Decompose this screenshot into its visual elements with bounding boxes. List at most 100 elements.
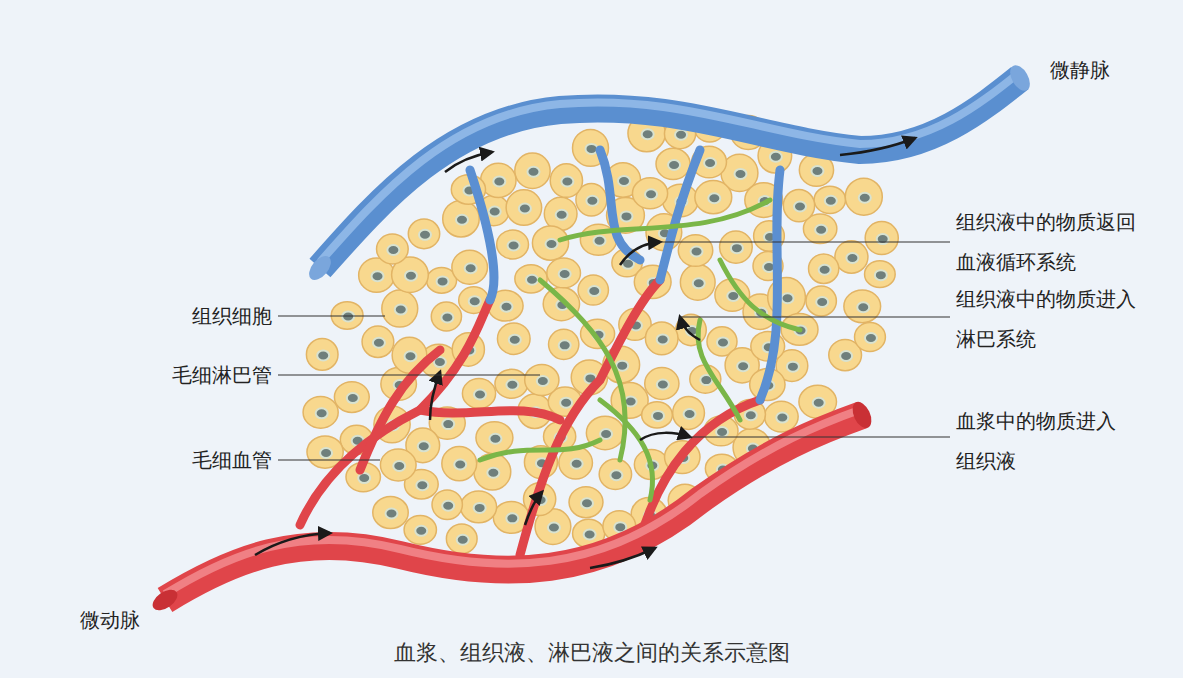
tissue-cell — [632, 178, 667, 209]
cell-nucleus — [358, 473, 370, 483]
cell-nucleus — [693, 278, 705, 288]
cell-nucleus — [745, 410, 757, 420]
tissue-cell — [452, 250, 488, 284]
cell-nucleus — [657, 380, 669, 390]
tissue-cell — [680, 264, 715, 300]
cell-nucleus — [717, 337, 729, 347]
tissue-cell — [578, 275, 608, 305]
tissue-cell — [765, 401, 799, 432]
callout-label: 组织细胞 — [192, 296, 272, 336]
cell-nucleus — [825, 196, 837, 206]
cell-nucleus — [620, 211, 632, 221]
tissue-cell — [855, 322, 886, 351]
tissue-cell — [656, 148, 690, 179]
cell-nucleus — [500, 302, 512, 312]
tissue-cell — [506, 190, 542, 225]
cell-nucleus — [537, 376, 549, 386]
cell-nucleus — [588, 286, 600, 296]
tissue-cell — [532, 226, 568, 260]
cell-nucleus — [405, 271, 417, 281]
cell-nucleus — [393, 461, 405, 471]
callout-label: 微静脉 — [1050, 50, 1170, 90]
tissue-cell — [362, 326, 394, 357]
tissue-cell — [844, 290, 881, 323]
cell-nucleus — [782, 293, 794, 303]
cell-nucleus — [737, 361, 749, 371]
cell-nucleus — [645, 189, 657, 199]
cell-nucleus — [442, 501, 454, 511]
cell-nucleus — [347, 393, 359, 403]
leader-lines — [278, 242, 950, 460]
cell-nucleus — [865, 333, 877, 343]
cell-nucleus — [489, 434, 501, 444]
tissue-cell — [497, 230, 529, 259]
tissue-cell — [334, 382, 369, 413]
cell-nucleus — [441, 312, 453, 322]
figure-caption: 血浆、组织液、淋巴液之间的关系示意图 — [0, 638, 1183, 668]
tissue-cell — [645, 322, 678, 355]
cell-nucleus — [489, 206, 501, 216]
tissue-cell — [549, 329, 579, 359]
tissue-cell — [809, 254, 839, 283]
cell-nucleus — [456, 215, 468, 225]
cell-nucleus — [454, 460, 466, 470]
cell-nucleus — [734, 169, 746, 179]
tissue-cell — [446, 524, 477, 553]
cell-nucleus — [593, 236, 605, 246]
tissue-cell — [525, 365, 559, 396]
main-vessels — [149, 62, 1034, 615]
tissue-cell — [806, 286, 836, 316]
cell-nucleus — [418, 441, 430, 451]
tissue-cell — [497, 323, 530, 354]
tissue-cell — [645, 368, 679, 400]
cell-nucleus — [474, 503, 486, 513]
tissue-cell — [476, 422, 513, 454]
tissue-cell — [303, 396, 338, 428]
cell-nucleus — [442, 419, 454, 429]
cell-nucleus — [457, 535, 469, 545]
tissue-cell — [599, 459, 631, 489]
cell-nucleus — [419, 230, 431, 240]
cell-nucleus — [548, 523, 560, 533]
tissue-cell — [443, 200, 480, 237]
cell-nucleus — [519, 204, 531, 214]
cell-nucleus — [657, 334, 669, 344]
tissue-cell — [678, 235, 712, 267]
cell-nucleus — [493, 176, 505, 186]
cell-nucleus — [437, 276, 449, 286]
cell-nucleus — [465, 263, 477, 273]
cell-nucleus — [813, 398, 825, 408]
tissue-cell — [462, 379, 495, 409]
cell-nucleus — [704, 158, 716, 168]
cell-nucleus — [875, 270, 887, 280]
cell-nucleus — [474, 389, 486, 399]
tissue-cell — [382, 290, 418, 327]
tissue-cell — [380, 449, 416, 481]
cell-nucleus — [559, 269, 571, 279]
tissue-cell — [720, 231, 753, 263]
tissue-cell — [865, 261, 896, 288]
cell-nucleus — [859, 193, 871, 203]
cell-nucleus — [559, 340, 571, 350]
tissue-cell — [547, 258, 581, 288]
cell-nucleus — [600, 429, 612, 439]
cell-nucleus — [776, 413, 788, 423]
cell-nucleus — [708, 193, 720, 203]
cell-nucleus — [556, 210, 568, 220]
cell-nucleus — [652, 411, 664, 421]
cell-nucleus — [316, 408, 328, 418]
tissue-cell — [373, 496, 408, 528]
cell-nucleus — [584, 530, 596, 540]
cell-nucleus — [571, 459, 583, 469]
cell-nucleus — [320, 448, 332, 458]
tissue-cell — [569, 487, 603, 518]
cell-nucleus — [716, 427, 728, 437]
tissue-cell — [543, 287, 579, 320]
tissue-cell — [814, 186, 845, 213]
cell-nucleus — [373, 338, 385, 348]
cell-nucleus — [618, 176, 630, 186]
tissue-cell — [404, 515, 436, 544]
cell-nucleus — [816, 297, 828, 307]
cell-nucleus — [819, 265, 831, 275]
tissue-cell — [306, 338, 338, 370]
